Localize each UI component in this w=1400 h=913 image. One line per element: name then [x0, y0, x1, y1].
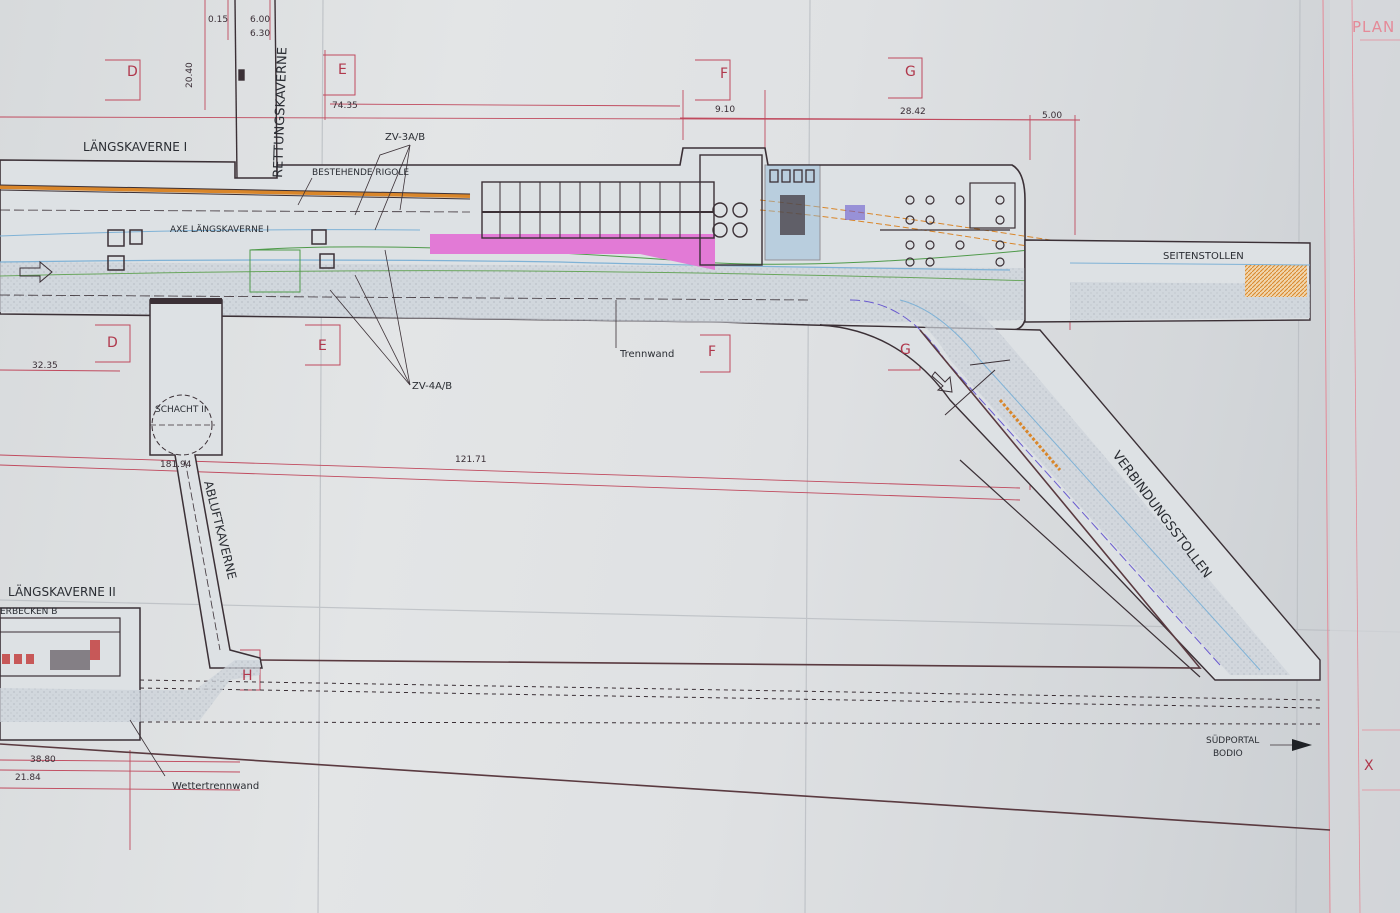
outer-contour: [0, 329, 1331, 831]
label-becken: ERBECKEN B: [0, 607, 57, 617]
leader-lines: [129, 144, 1295, 777]
verbindungsstollen: [819, 299, 1321, 681]
dim-5-00: 5.00: [1042, 111, 1062, 121]
suedportal-arrow-icon: [1292, 739, 1312, 751]
title-block-margin: [1322, 0, 1400, 913]
label-suedportal: SÜDPORTAL: [1206, 735, 1259, 746]
dimension-texts: 0.15 6.00 6.30 20.40 74.35 9.10 28.42 5.…: [15, 15, 1062, 783]
label-bodio: BODIO: [1213, 749, 1243, 759]
label-seitenstollen: SEITENSTOLLEN: [1163, 251, 1244, 262]
section-f-top: F: [720, 66, 728, 82]
section-f-bottom: F: [708, 344, 716, 360]
dim-21-84: 21.84: [15, 773, 41, 783]
label-laengskaverne-1: LÄNGSKAVERNE I: [83, 139, 187, 154]
dim-121-71: 121.71: [455, 455, 487, 465]
dim-9-10: 9.10: [715, 105, 735, 115]
label-zv-3ab: ZV-3A/B: [385, 132, 425, 143]
dim-181-94: 181.94: [160, 460, 192, 470]
section-e-top: E: [338, 62, 347, 78]
section-g-top: G: [905, 64, 916, 80]
laengskaverne-2: [0, 607, 260, 741]
dim-38-80: 38.80: [30, 755, 56, 765]
label-trennwand: Trennwand: [619, 349, 674, 360]
label-wettertrennwand: Wettertrennwand: [172, 781, 259, 792]
dim-32-35: 32.35: [32, 361, 58, 371]
label-schacht-2: SCHACHT II: [155, 405, 206, 415]
seitenstollen: [1024, 239, 1311, 323]
dim-0-15: 0.15: [208, 15, 228, 25]
label-bestehende-rigole: BESTEHENDE RIGOLE: [312, 168, 409, 178]
section-letters: D E F G D E F G H X: [107, 62, 1374, 774]
section-d-bottom: D: [107, 335, 118, 351]
label-laengskaverne-2: LÄNGSKAVERNE II: [8, 584, 116, 599]
section-e-bottom: E: [318, 338, 327, 354]
dim-6-00: 6.00: [250, 15, 270, 25]
laengskaverne-1: [0, 147, 1241, 331]
dim-6-30: 6.30: [250, 29, 270, 39]
corner-title: PLAN: [1352, 18, 1395, 36]
dim-20-40: 20.40: [185, 62, 195, 88]
section-g-bottom: G: [900, 342, 911, 358]
section-d-top: D: [127, 64, 138, 80]
label-axe-laengskaverne: AXE LÄNGSKAVERNE I: [170, 224, 269, 235]
label-rettungskaverne: RETTUNGSKAVERNE: [271, 47, 291, 178]
abluftkaverne: [149, 298, 263, 669]
dim-28-42: 28.42: [900, 107, 926, 117]
section-h: H: [242, 668, 253, 684]
dim-74-35: 74.35: [332, 101, 358, 111]
section-x: X: [1364, 758, 1374, 774]
label-zv-4ab: ZV-4A/B: [412, 381, 452, 392]
rettungskaverne-shaft: [234, 0, 278, 179]
